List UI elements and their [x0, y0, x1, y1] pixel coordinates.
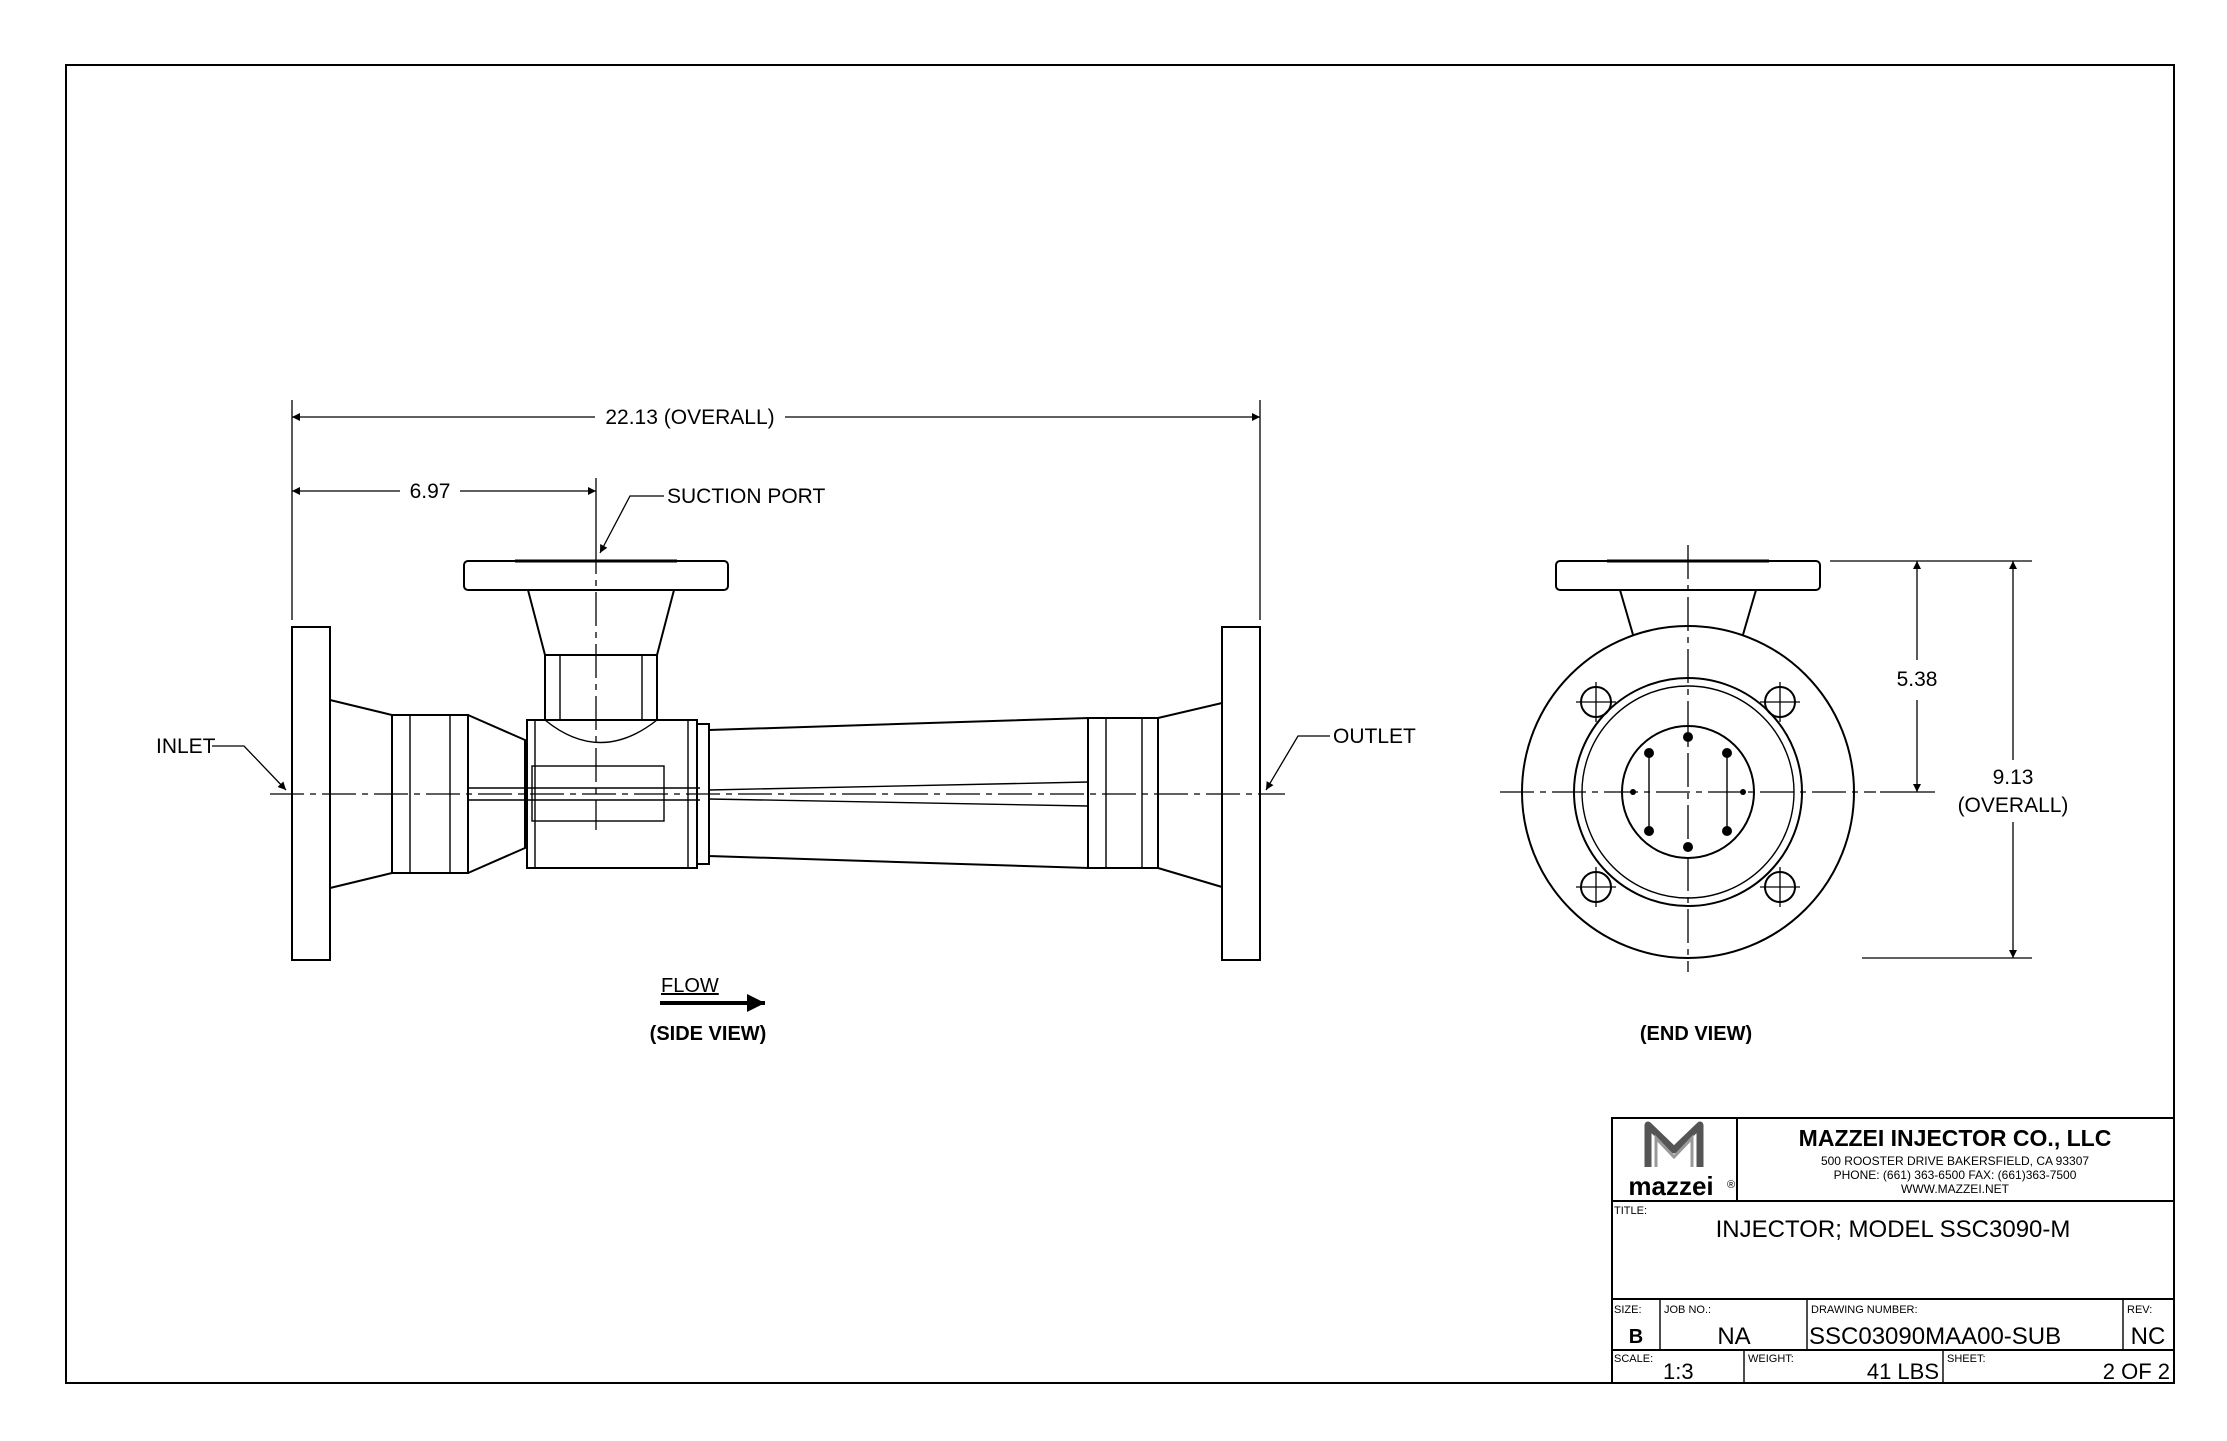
- end-view-caption: (END VIEW): [1640, 1023, 1752, 1045]
- company-address: 500 ROOSTER DRIVE BAKERSFIELD, CA 93307: [1821, 1154, 2089, 1168]
- side-view-caption: (SIDE VIEW): [650, 1023, 767, 1045]
- job-label: JOB NO.:: [1664, 1304, 1711, 1316]
- suction-cone: [526, 589, 676, 656]
- overall-height-value: 9.13: [1993, 766, 2034, 789]
- size-label: SIZE:: [1614, 1304, 1642, 1316]
- outlet-leader: [1265, 735, 1330, 791]
- job-value: NA: [1717, 1323, 1750, 1350]
- diffuser-cone: [708, 716, 1089, 870]
- rev-label: REV:: [2127, 1304, 2152, 1316]
- suction-dim-text: 6.97: [410, 480, 451, 503]
- overall-height-label: (OVERALL): [1958, 794, 2069, 817]
- suction-port-leader: [599, 495, 664, 554]
- suction-port-label: SUCTION PORT: [667, 485, 825, 508]
- logo-registered-mark: ®: [1727, 1179, 1735, 1191]
- title-value: INJECTOR; MODEL SSC3090-M: [1716, 1216, 2071, 1243]
- company-name: MAZZEI INJECTOR CO., LLC: [1799, 1125, 2112, 1151]
- sheet-value: 2 OF 2: [2103, 1359, 2170, 1384]
- drawing-number-value: SSC03090MAA00-SUB: [1809, 1323, 2061, 1350]
- flow-label: FLOW: [661, 975, 719, 997]
- company-phone: PHONE: (661) 363-6500 FAX: (661)363-7500: [1834, 1168, 2077, 1182]
- weight-value: 41 LBS: [1867, 1359, 1939, 1384]
- sheet-label: SHEET:: [1947, 1353, 1986, 1365]
- suction-neck: [544, 654, 658, 720]
- drawing-number-label: DRAWING NUMBER:: [1811, 1304, 1918, 1316]
- weight-label: WEIGHT:: [1748, 1353, 1794, 1365]
- overall-dim-text: 22.13 (OVERALL): [605, 406, 774, 429]
- bolt-holes: [1576, 682, 1800, 907]
- inlet-leader: [212, 745, 287, 791]
- company-web: WWW.MAZZEI.NET: [1901, 1182, 2010, 1196]
- scale-label: SCALE:: [1614, 1353, 1653, 1365]
- size-value: B: [1629, 1326, 1643, 1348]
- center-dim-text: 5.38: [1897, 668, 1938, 691]
- mazzei-logo: mazzei ®: [1628, 1121, 1735, 1201]
- scale-value: 1:3: [1663, 1359, 1694, 1384]
- side-view: 22.13 (OVERALL) 6.97 SUCTION PORT INLET …: [156, 400, 1416, 1045]
- sheet-border: [65, 64, 2175, 1384]
- logo-wordmark: mazzei: [1628, 1171, 1713, 1201]
- rev-value: NC: [2131, 1323, 2166, 1350]
- outlet-label: OUTLET: [1333, 725, 1416, 748]
- title-block: mazzei ® MAZZEI INJECTOR CO., LLC 500 RO…: [1611, 1117, 2175, 1384]
- title-label: TITLE:: [1614, 1205, 1647, 1217]
- outlet-body: [1087, 717, 1159, 869]
- inlet-label: INLET: [156, 735, 216, 758]
- nozzle-cone: [467, 714, 526, 874]
- end-view: 5.38 9.13 (OVERALL) (END VIEW): [1500, 545, 2068, 1045]
- outlet-cone: [1157, 701, 1223, 889]
